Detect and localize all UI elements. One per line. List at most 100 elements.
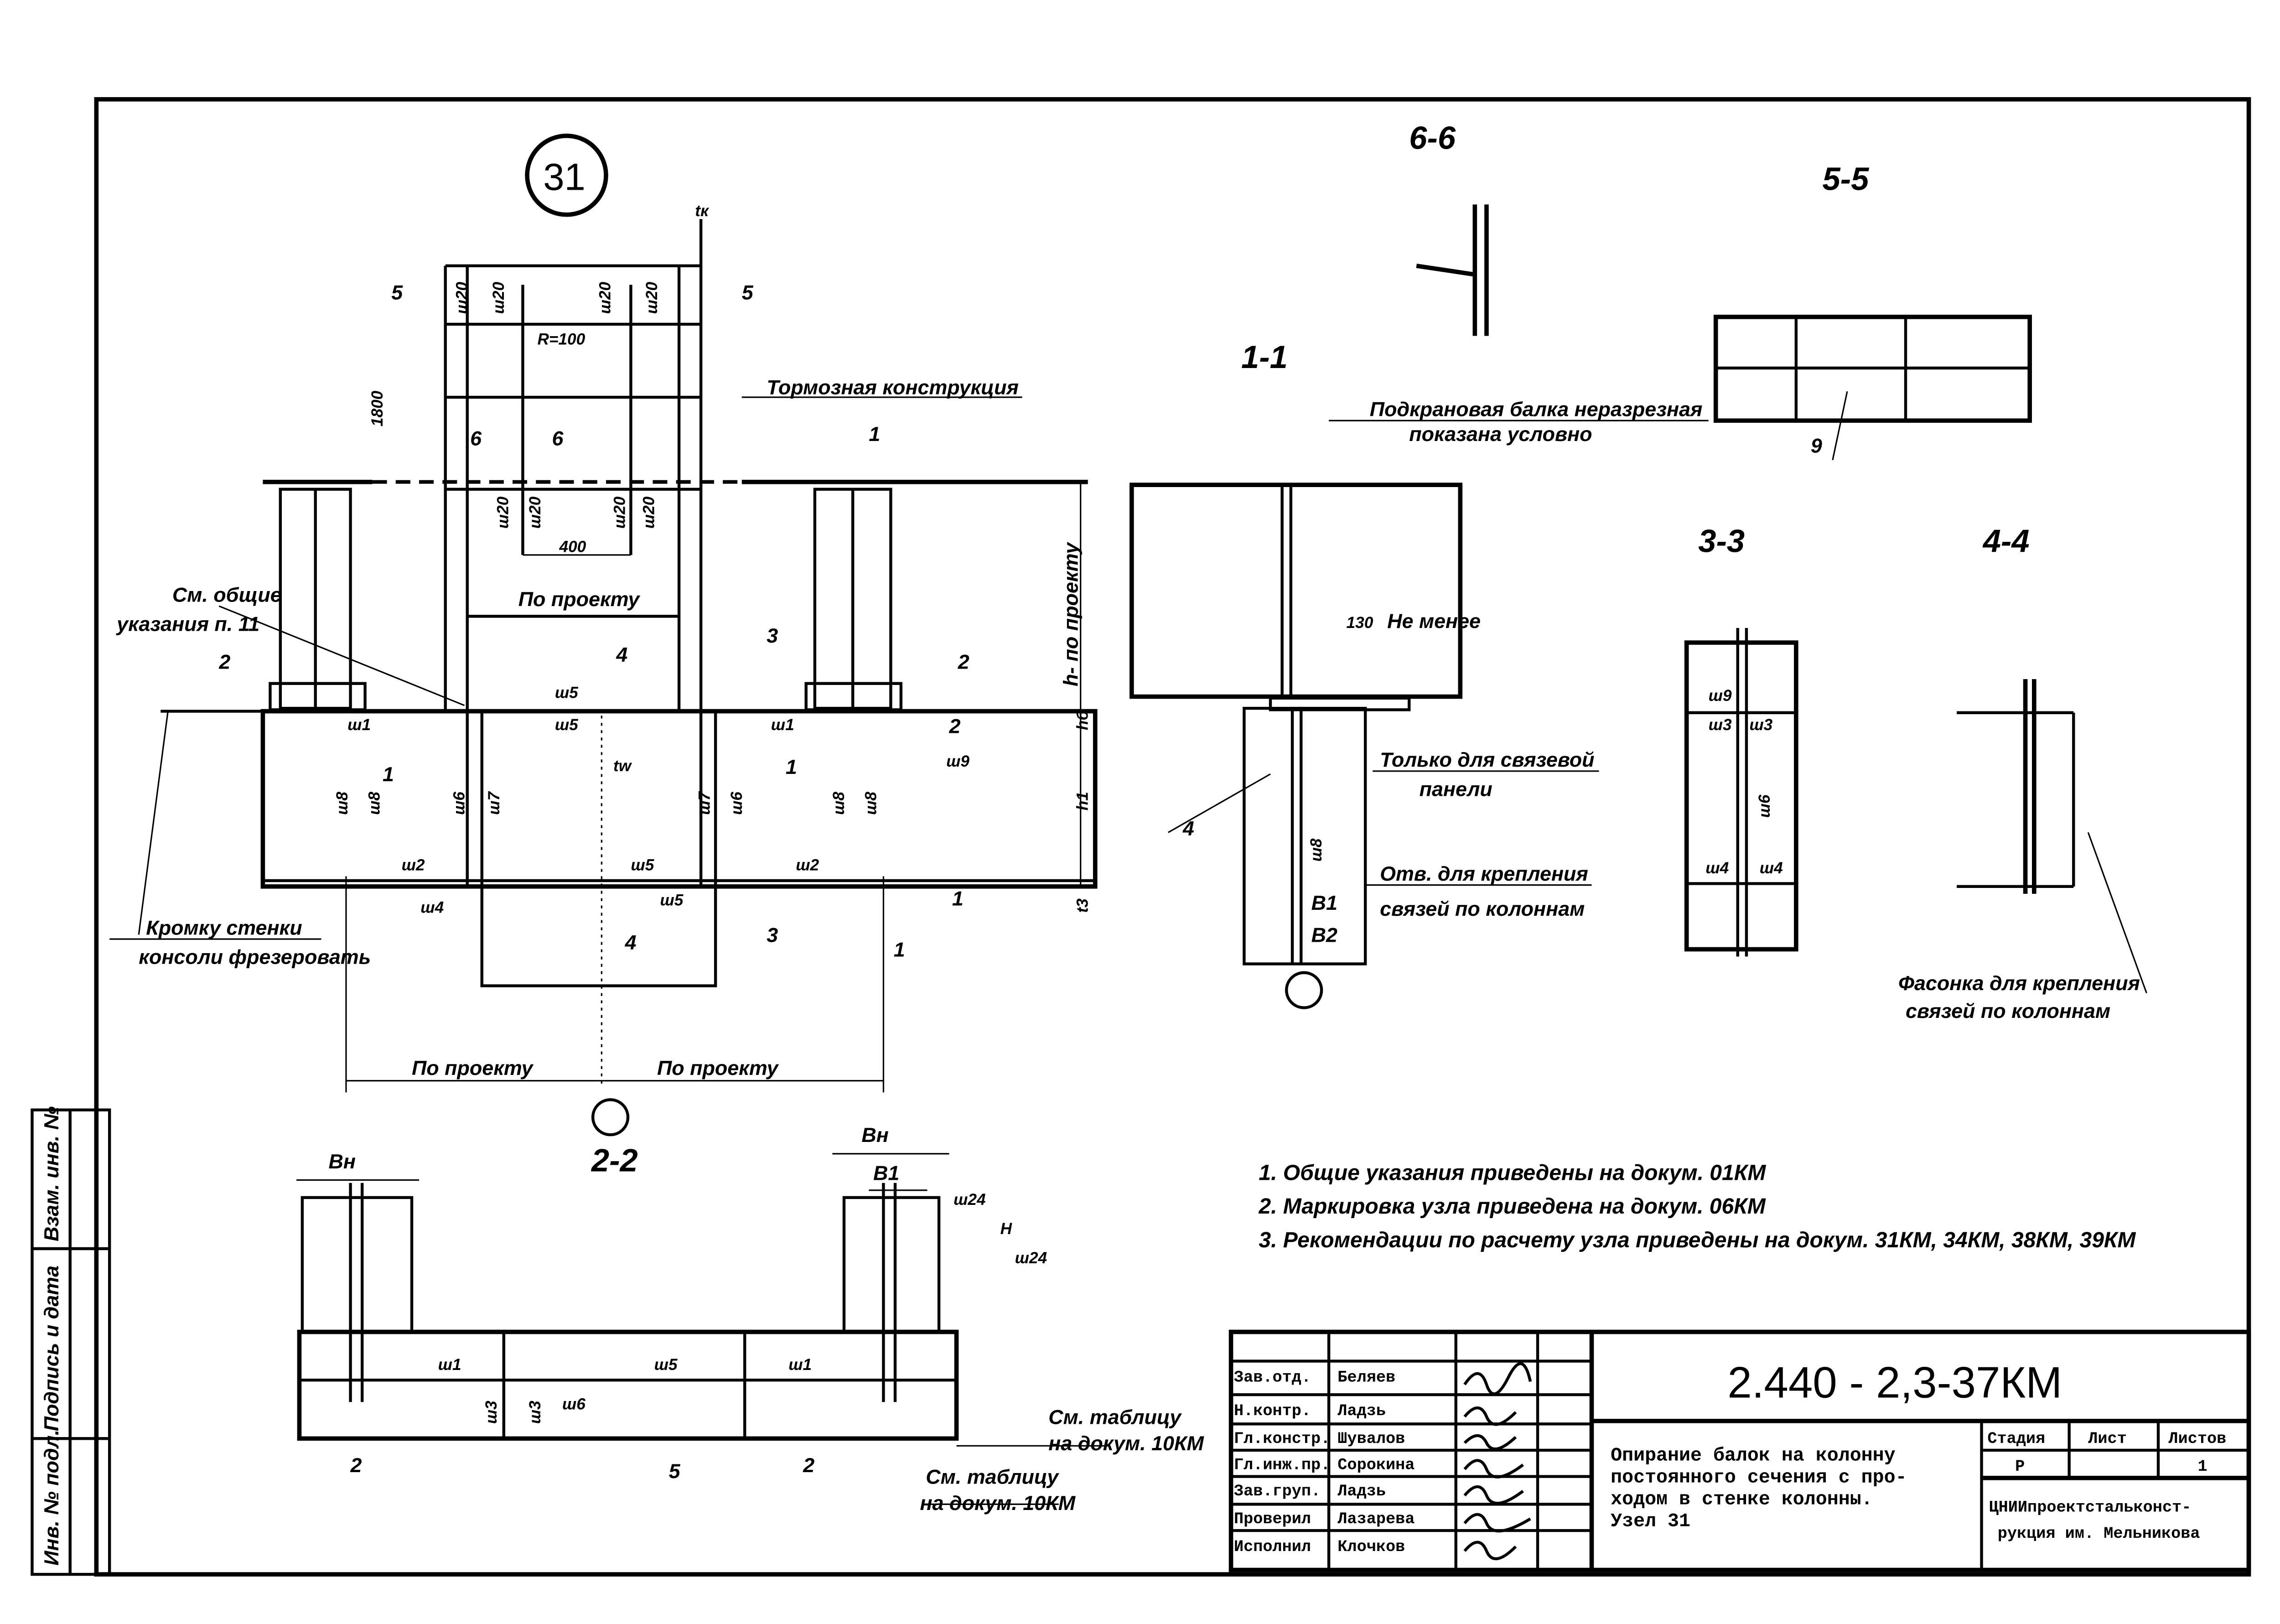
- sheet-frame: [94, 97, 2251, 1577]
- weld-label: ш20: [640, 496, 658, 529]
- description-line: Опирание балок на колонну: [1611, 1444, 1895, 1466]
- weld-label: ш20: [596, 282, 614, 314]
- mark: 5: [669, 1459, 681, 1483]
- weld-label: ш8: [830, 792, 848, 815]
- weld-label: ш6: [728, 792, 746, 815]
- sheets-header: Листов: [2168, 1430, 2226, 1448]
- sheets-value: 1: [2197, 1458, 2207, 1476]
- mark: 1: [952, 887, 964, 910]
- weld-label: ш9: [946, 752, 969, 770]
- section-4-4: [1957, 679, 2147, 994]
- document-number: 2.440 - 2,3-37КМ: [1727, 1359, 2062, 1407]
- weld-label: ш5: [555, 716, 578, 734]
- weld-label: ш20: [526, 496, 544, 529]
- weld-label: ш20: [494, 496, 512, 529]
- dim-bn-left: Вн: [329, 1150, 356, 1173]
- weld-label: ш7: [695, 791, 713, 815]
- dim-bn-right: Вн: [861, 1123, 888, 1147]
- weld-label: ш8: [1307, 838, 1325, 861]
- mark: 1: [869, 422, 880, 446]
- weld-label: ш5: [555, 684, 578, 702]
- description-line: ходом в стенке колонны.: [1611, 1488, 1873, 1510]
- person-name: Ладзь: [1337, 1482, 1386, 1500]
- weld-label: ш4: [1705, 859, 1729, 877]
- person-name: Сорокина: [1337, 1456, 1415, 1474]
- side-strip: Взам. инв. № Подпись и дата Инв. № подл.: [31, 1106, 111, 1576]
- weld-label: ш8: [366, 792, 383, 815]
- weld-label: ш3: [526, 1401, 544, 1424]
- title-block: Зав.отд. Н.контр. Гл.констр. Гл.инж.пр. …: [1228, 1329, 2251, 1572]
- weld-label: ш6: [450, 792, 468, 815]
- label-general-1: См. общие: [172, 583, 282, 606]
- weld-label: ш1: [771, 716, 794, 734]
- description-line: постоянного сечения с про-: [1611, 1466, 1907, 1488]
- weld-label: ш20: [490, 282, 508, 314]
- mark: 6: [470, 427, 482, 450]
- side-strip-replace: Взам. инв. №: [40, 1106, 63, 1241]
- weld-label: ш3: [1749, 716, 1772, 734]
- section-1-1: [1129, 483, 1599, 1009]
- role: Зав.отд.: [1234, 1368, 1311, 1386]
- mark: 1: [786, 755, 797, 778]
- dim-b2: В2: [1311, 924, 1337, 947]
- section-2-2: [296, 1153, 1110, 1505]
- section-title-6-6: 6-6: [1409, 120, 1456, 156]
- dim-t3: t3: [1074, 898, 1092, 913]
- weld-label: ш1: [347, 716, 371, 734]
- main-elevation: [109, 219, 1709, 1136]
- weld-label: ш4: [1760, 859, 1783, 877]
- label-see-table-3: См. таблицу: [926, 1465, 1059, 1489]
- mark: 2: [803, 1453, 814, 1477]
- label-braking: Тормозная конструкция: [767, 376, 1019, 399]
- label-bracing-only-1: Только для связевой: [1380, 748, 1594, 771]
- stage-value: Р: [2015, 1458, 2025, 1476]
- mark: 3: [767, 624, 778, 647]
- weld-label: ш2: [402, 856, 425, 874]
- mark: 2: [350, 1453, 362, 1477]
- label-bracing-only-2: панели: [1420, 777, 1492, 800]
- label-edge-2: консоли фрезеровать: [139, 945, 371, 969]
- label-edge-1: Кромку стенки: [146, 916, 302, 939]
- mark: 3: [767, 924, 778, 947]
- weld-label: ш24: [953, 1191, 985, 1209]
- mark: 1: [383, 763, 394, 786]
- note-2: 2. Маркировка узла приведена на докум. 0…: [1258, 1194, 1766, 1219]
- dim-h1: h1: [1074, 792, 1092, 810]
- weld-label: ш3: [482, 1401, 500, 1424]
- section-title-4-4: 4-4: [1982, 523, 2030, 559]
- label-see-table-2: на докум. 10КМ: [1048, 1432, 1204, 1455]
- role: Исполнил: [1234, 1538, 1311, 1556]
- weld-label: ш6: [562, 1395, 586, 1413]
- drawing-labels: 6-6 5-5 1-1 3-3 4-4 2-2 Тормозная констр…: [116, 120, 2140, 1515]
- label-see-table-4: на докум. 10КМ: [920, 1491, 1076, 1515]
- section-6-6: [1416, 204, 1489, 336]
- section-title-5-5: 5-5: [1822, 161, 1869, 197]
- label-holes-1: Отв. для крепления: [1380, 862, 1588, 885]
- notes: 1. Общие указания приведены на докум. 01…: [1258, 1161, 2136, 1252]
- label-gusset-2: связей по колоннам: [1906, 999, 2110, 1022]
- description-line: Узел 31: [1611, 1510, 1690, 1532]
- label-h-by-project: h- по проекту: [1059, 542, 1082, 687]
- weld-label: ш5: [654, 1356, 678, 1374]
- weld-label: ш20: [611, 496, 629, 529]
- section-5-5: [1713, 315, 2032, 461]
- dim-tk: tк: [695, 202, 710, 220]
- person-name: Шувалов: [1337, 1430, 1405, 1448]
- role: Н.контр.: [1234, 1402, 1311, 1420]
- label-see-table-1: См. таблицу: [1048, 1405, 1182, 1428]
- mark: 1: [894, 938, 905, 961]
- weld-label: ш7: [485, 791, 503, 815]
- dim-hb: hб: [1074, 710, 1092, 731]
- mark: 9: [1811, 434, 1822, 457]
- weld-label: ш2: [796, 856, 819, 874]
- weld-label: Н: [1000, 1220, 1013, 1238]
- sheet-header: Лист: [2088, 1430, 2127, 1448]
- section-title-3-3: 3-3: [1698, 523, 1745, 559]
- label-by-project-left: По проекту: [412, 1056, 534, 1079]
- weld-label: ш8: [862, 792, 880, 815]
- side-strip-signature: Подпись и дата: [40, 1266, 63, 1431]
- weld-label: ш3: [1709, 716, 1732, 734]
- weld-label: ш9: [1709, 687, 1732, 705]
- note-3: 3. Рекомендации по расчету узла приведен…: [1259, 1228, 2136, 1252]
